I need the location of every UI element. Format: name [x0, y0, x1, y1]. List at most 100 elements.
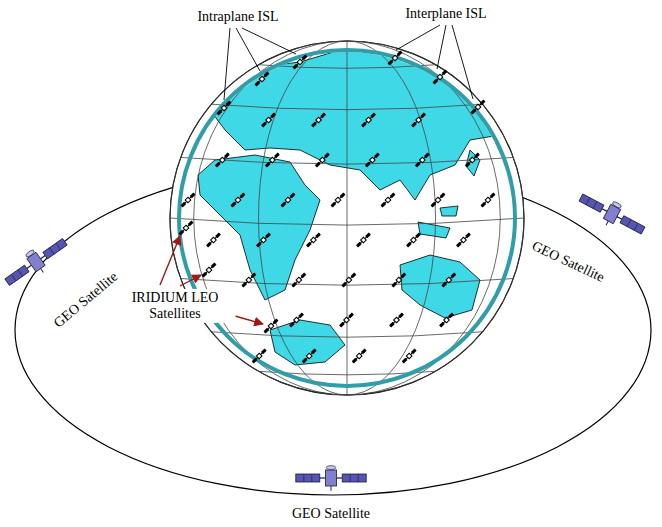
solar-panel: [257, 243, 261, 247]
solar-panel: [416, 163, 420, 167]
solar-panel: [425, 154, 429, 158]
satellite-body: [370, 157, 376, 163]
satellite-boom: [266, 154, 279, 167]
solar-panel: [391, 194, 395, 198]
satellite-boom: [353, 350, 366, 363]
satellite-boom: [482, 194, 495, 207]
satellite-boom: [182, 194, 195, 207]
satellite-boom: [457, 234, 470, 247]
leo-satellite: [180, 192, 196, 208]
meridian: [194, 41, 501, 395]
solar-panel: [266, 234, 270, 238]
leader-line: [242, 28, 296, 54]
leo-satellite: [480, 192, 496, 208]
solar-panel: [402, 274, 406, 278]
solar-panel: [271, 114, 275, 118]
solar-panel: [266, 163, 270, 167]
satellite-body: [268, 323, 274, 329]
satellite-boom: [290, 314, 303, 327]
satellite-boom: [366, 154, 379, 167]
leo-satellite: [339, 312, 355, 328]
solar-panel: [341, 194, 345, 198]
leader-line: [224, 28, 230, 100]
satellite-body: [211, 237, 217, 243]
pointer-arrow: [180, 275, 201, 286]
leo-satellite: [254, 71, 270, 87]
leo-satellite: [406, 232, 422, 248]
solar-panel: [340, 323, 344, 327]
solar-panel: [312, 123, 316, 127]
solar-panel: [357, 243, 361, 247]
isl-leaders: [224, 25, 473, 100]
satellite-body: [361, 237, 367, 243]
satellite-boom: [416, 154, 429, 167]
solar-panel: [292, 283, 296, 287]
satellite-boom: [216, 154, 229, 167]
solar-panel: [434, 80, 438, 84]
solar-panel: [256, 82, 260, 86]
satellite-body: [296, 277, 302, 283]
solar-panel: [265, 73, 269, 77]
satellite-boom: [262, 114, 275, 127]
leader-line: [452, 25, 473, 99]
satellite-boom: [382, 194, 395, 207]
leo-satellite: [265, 152, 281, 168]
satellite-body: [285, 197, 291, 203]
solar-panel: [416, 234, 420, 238]
satellite-body: [420, 157, 426, 163]
solar-panel: [325, 154, 329, 158]
continent: [270, 320, 345, 365]
leo-satellite: [301, 348, 317, 364]
leo-satellite: [470, 99, 486, 115]
satellite-boom: [292, 274, 305, 287]
island: [440, 206, 458, 216]
leo-satellite: [292, 54, 308, 70]
leo-satellite: [351, 348, 367, 364]
parallel: [211, 332, 482, 337]
satellite-boom: [207, 234, 220, 247]
leo-satellite: [456, 232, 472, 248]
satellite-body: [246, 277, 252, 283]
leo-satellite: [389, 312, 405, 328]
leo-satellite: [291, 272, 307, 288]
solar-panel: [203, 273, 207, 277]
solar-panel: [432, 203, 436, 207]
solar-panel: [302, 274, 306, 278]
satellite-body: [183, 225, 189, 231]
meridian: [170, 41, 524, 395]
label: GEO Satellite: [526, 236, 610, 288]
island: [418, 222, 450, 238]
solar-panel: [472, 110, 476, 114]
solar-panel: [312, 350, 316, 354]
leo-satellite: [261, 112, 277, 128]
satellite-body: [366, 117, 372, 123]
leo-satellite: [256, 232, 272, 248]
solar-panel: [218, 111, 222, 115]
satellite-body: [311, 237, 317, 243]
satellite-body: [235, 197, 241, 203]
solar-panel: [375, 154, 379, 158]
leo-satellite: [178, 220, 194, 236]
satellite-boom: [218, 102, 231, 115]
leo-satellite: [206, 232, 222, 248]
leo-satellite: [315, 152, 331, 168]
solar-panel: [441, 194, 445, 198]
solar-panel: [421, 114, 425, 118]
satellite-boom: [434, 71, 447, 84]
parallel: [181, 157, 514, 164]
solar-panel: [332, 203, 336, 207]
satellite-boom: [412, 114, 425, 127]
solar-panel: [274, 320, 278, 324]
solar-panel: [349, 314, 353, 318]
solar-panel: [366, 163, 370, 167]
meridian: [347, 41, 348, 395]
solar-panel: [316, 163, 320, 167]
leo-satellite: [415, 152, 431, 168]
satellite-body: [221, 105, 227, 111]
leo-satellite: [465, 152, 481, 168]
solar-panel: [457, 243, 461, 247]
satellite-boom: [342, 274, 355, 287]
satellite-body: [346, 277, 352, 283]
satellite-body: [406, 353, 412, 359]
leo-satellite: [356, 232, 372, 248]
